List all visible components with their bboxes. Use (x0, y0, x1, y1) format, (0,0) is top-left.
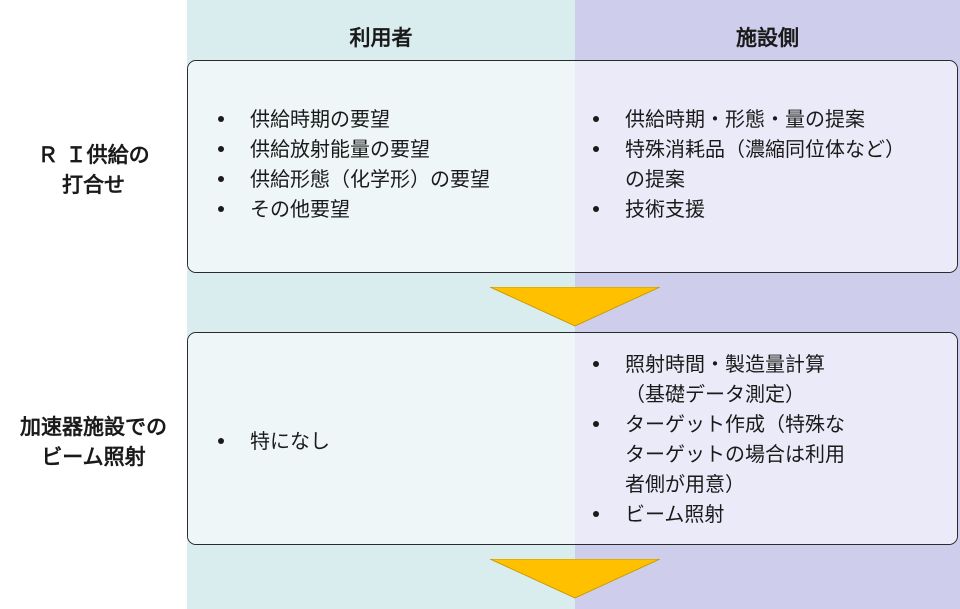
list-item: 供給時期の要望 (215, 104, 490, 134)
list-item: 供給形態（化学形）の要望 (215, 164, 490, 194)
list-item: 供給放射能量の要望 (215, 134, 490, 164)
down-arrow-icon (490, 559, 660, 599)
row-label-line: 加速器施設での (20, 415, 167, 439)
row-label-beam-irradiation: 加速器施設での ビーム照射 (0, 412, 187, 472)
list-item-line: ターゲットの場合は利用 (625, 442, 845, 466)
row-label-ri-supply: Ｒ Ｉ供給の 打合せ (0, 140, 187, 200)
row-label-line: ビーム照射 (41, 445, 146, 469)
list-item-line: の提案 (625, 167, 685, 191)
list-item-line: ビーム照射 (625, 502, 725, 526)
user-item-list: 供給時期の要望 供給放射能量の要望 供給形態（化学形）の要望 その他要望 (215, 104, 490, 224)
list-item: 供給時期・形態・量の提案 (590, 104, 957, 134)
facility-cell: 照射時間・製造量計算 （基礎データ測定） ターゲット作成（特殊な ターゲットの場… (575, 333, 957, 544)
list-item-line: （基礎データ測定） (625, 382, 805, 406)
list-item-line: 特殊消耗品（濃縮同位体など） (625, 137, 905, 161)
list-item: 技術支援 (590, 194, 957, 224)
user-item-list: 特になし (215, 426, 330, 456)
list-item-line: 照射時間・製造量計算 (625, 352, 825, 376)
facility-item-list: 供給時期・形態・量の提案 特殊消耗品（濃縮同位体など） の提案 技術支援 (590, 104, 957, 224)
list-item: ターゲット作成（特殊な ターゲットの場合は利用 者側が用意） (590, 409, 890, 499)
list-item: 特殊消耗品（濃縮同位体など） の提案 (590, 134, 957, 194)
list-item-line: ターゲット作成（特殊な (625, 412, 845, 436)
down-arrow-icon (490, 287, 660, 327)
facility-item-list: 照射時間・製造量計算 （基礎データ測定） ターゲット作成（特殊な ターゲットの場… (590, 349, 890, 529)
user-cell: 特になし (188, 333, 575, 544)
list-item-line: 技術支援 (625, 197, 705, 221)
list-item-line: 者側が用意） (625, 472, 745, 496)
list-item: 特になし (215, 426, 330, 456)
row-label-line: 打合せ (62, 173, 125, 197)
facility-column-header: 施設側 (736, 26, 799, 50)
facility-cell: 供給時期・形態・量の提案 特殊消耗品（濃縮同位体など） の提案 技術支援 (575, 61, 957, 272)
user-cell: 供給時期の要望 供給放射能量の要望 供給形態（化学形）の要望 その他要望 (188, 61, 575, 272)
list-item-line: 供給時期・形態・量の提案 (625, 107, 865, 131)
ri-supply-box: 供給時期の要望 供給放射能量の要望 供給形態（化学形）の要望 その他要望 供給時… (187, 60, 958, 273)
list-item: その他要望 (215, 194, 490, 224)
list-item: 照射時間・製造量計算 （基礎データ測定） (590, 349, 890, 409)
user-column-header: 利用者 (349, 26, 413, 50)
row-label-line: Ｒ Ｉ供給の (37, 143, 150, 167)
list-item: ビーム照射 (590, 499, 890, 529)
beam-irradiation-box: 特になし 照射時間・製造量計算 （基礎データ測定） ターゲット作成（特殊な ター… (187, 332, 958, 545)
